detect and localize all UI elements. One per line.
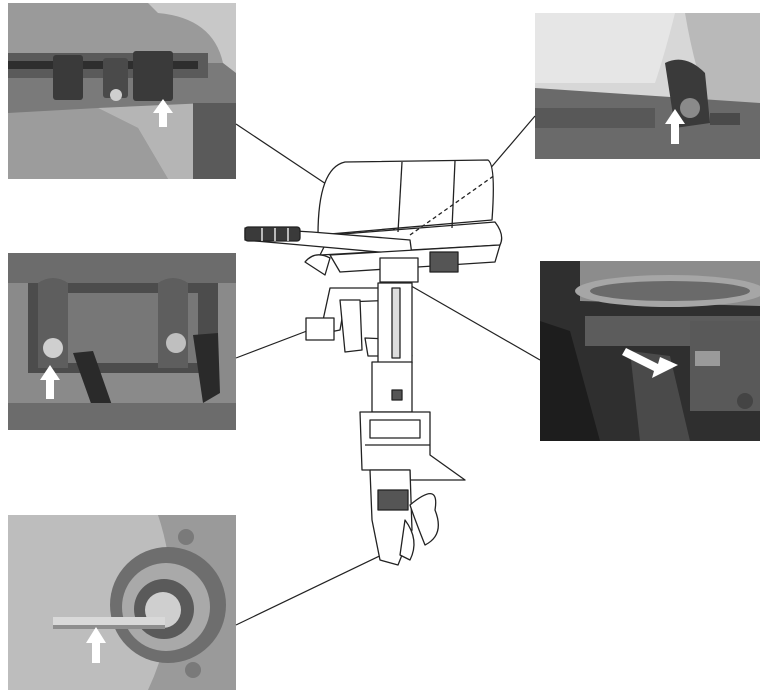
propeller xyxy=(410,494,438,545)
